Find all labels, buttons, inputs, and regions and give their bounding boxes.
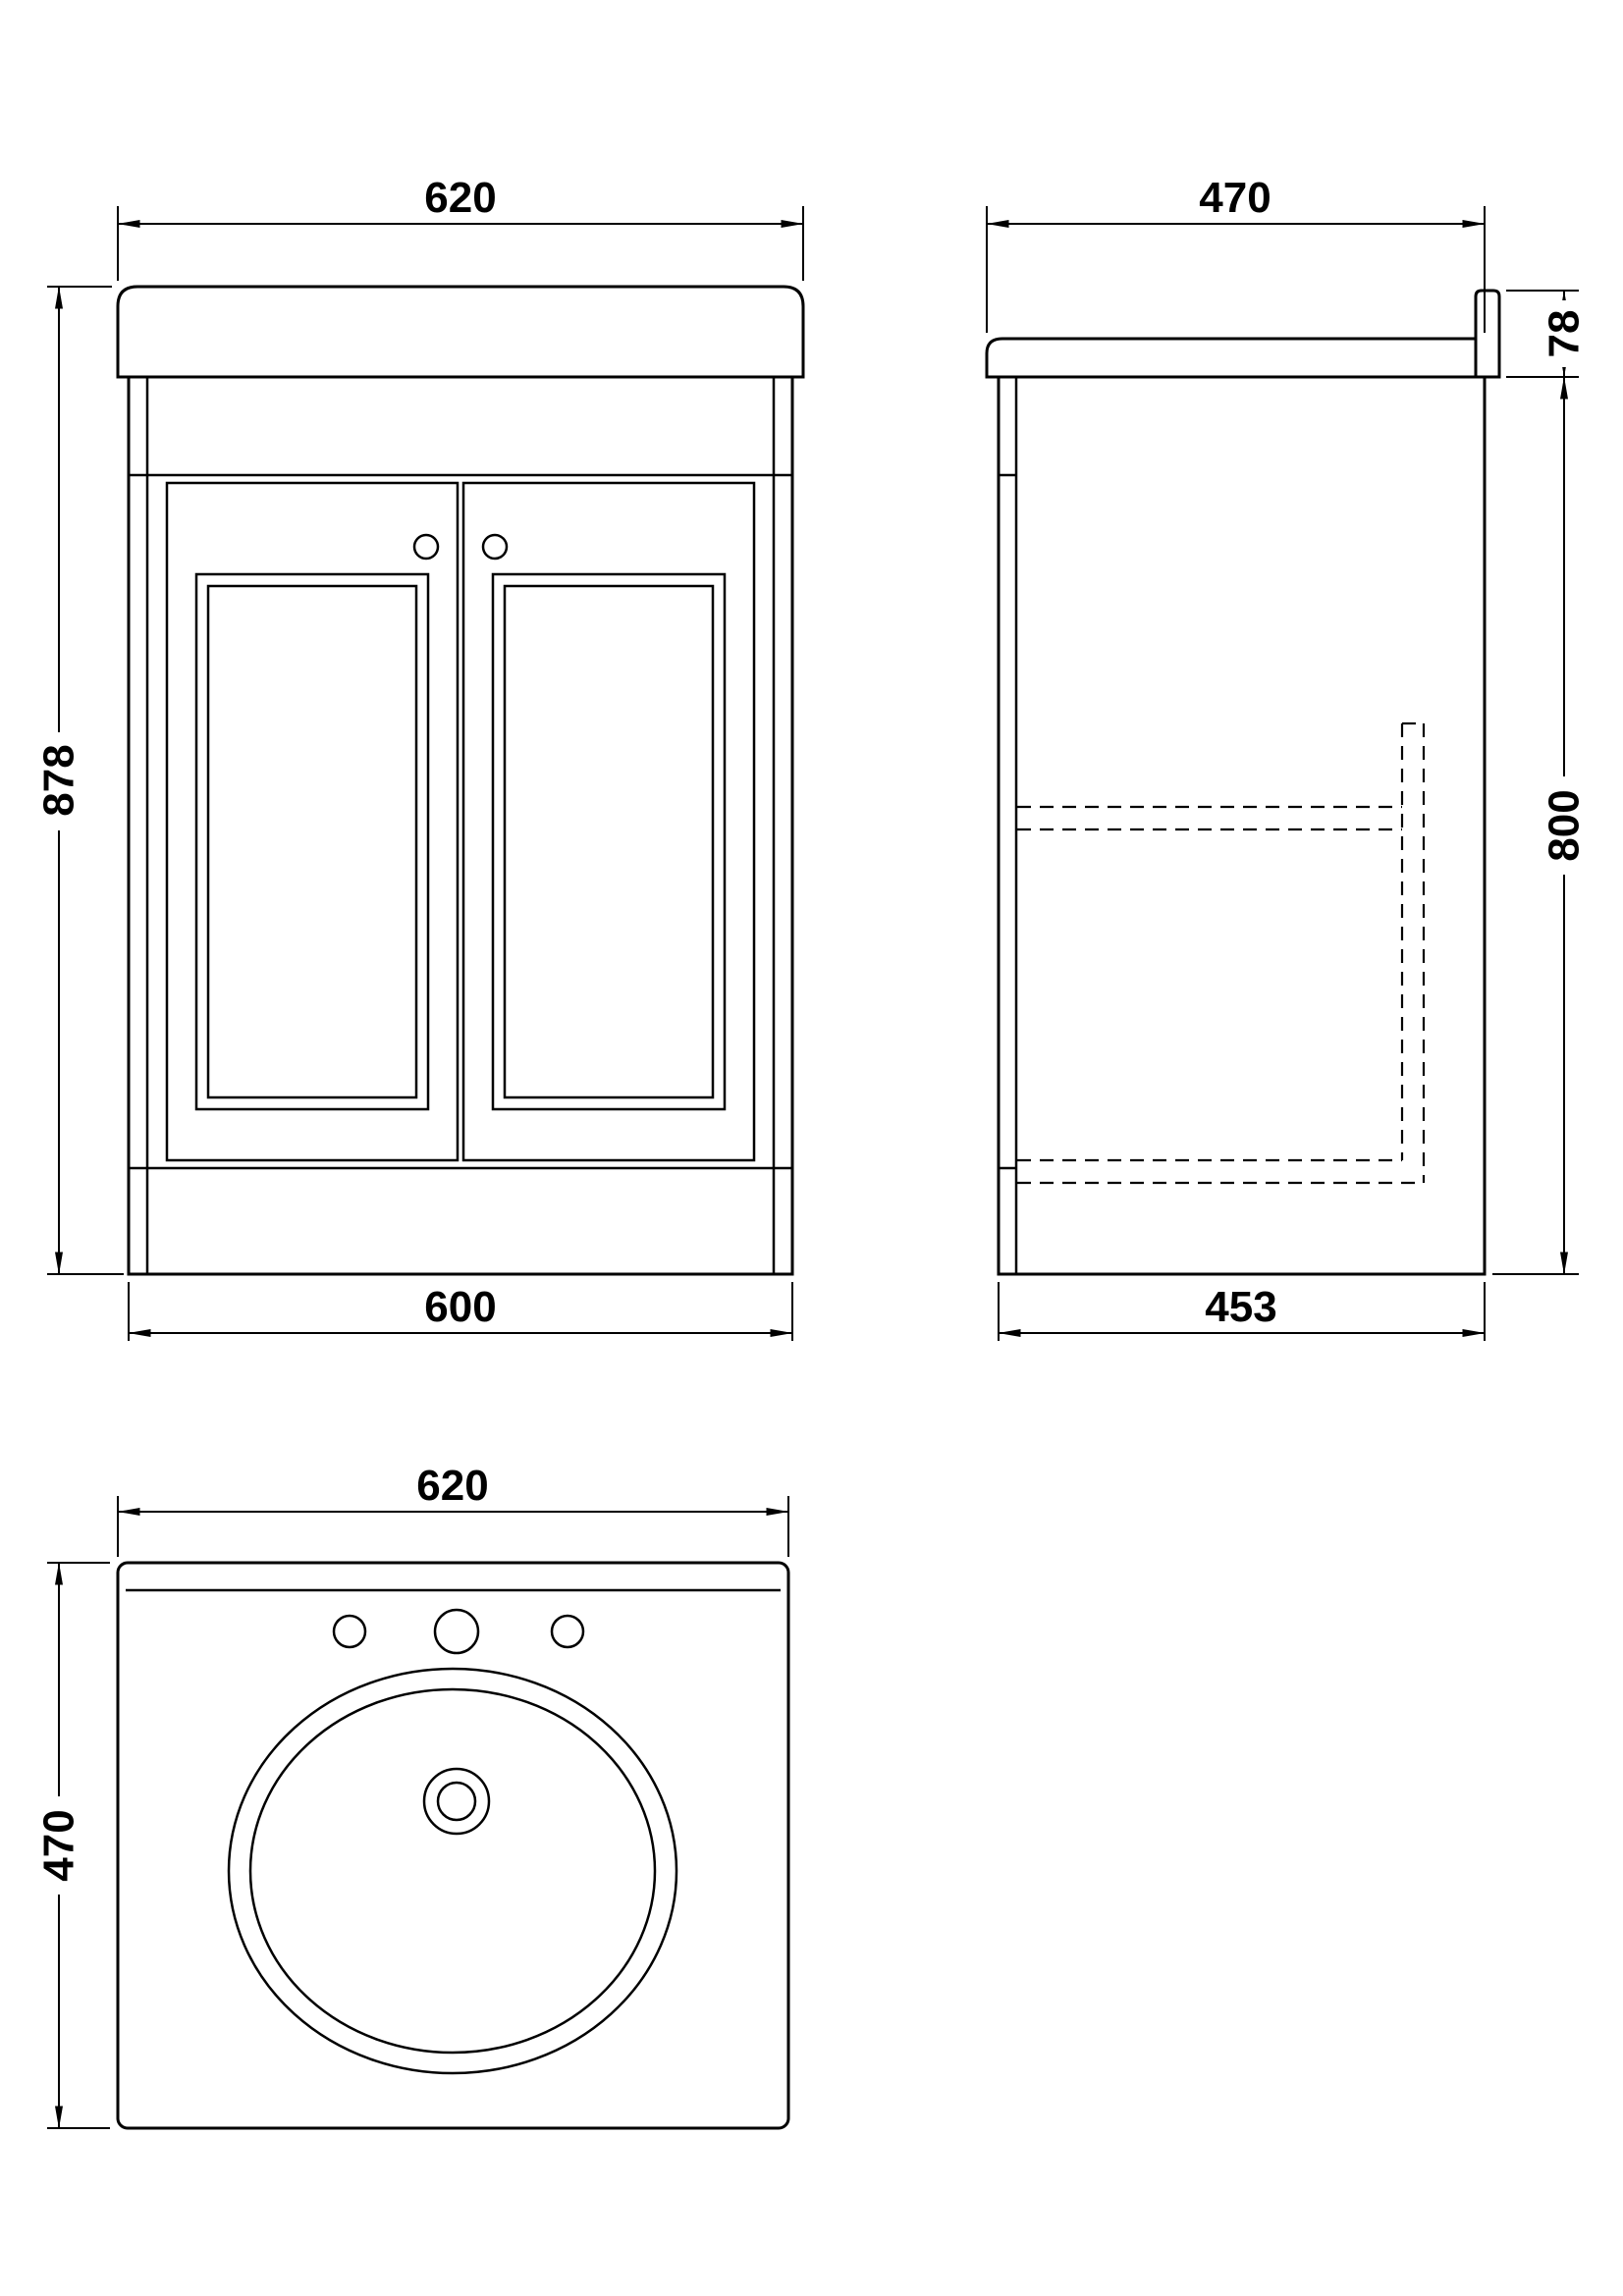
front-dim-bottom-width: 600 — [128, 1282, 793, 1341]
side-view: 470 78 — [985, 174, 1590, 1341]
front-view: 620 878 — [33, 174, 805, 1341]
side-dim-bottom-depth: 453 — [998, 1282, 1486, 1341]
dimension-label-plan-width: 620 — [416, 1462, 488, 1510]
label-backing — [33, 732, 84, 830]
label-backing — [33, 1796, 84, 1895]
side-upstand-outline — [1474, 289, 1501, 379]
front-worktop-outline — [116, 285, 805, 379]
left-door-outline — [165, 481, 460, 1162]
front-dim-top-width: 620 — [117, 174, 804, 281]
plan-basin-bowl — [227, 1667, 678, 2075]
dimension-label-front-bottom-width: 600 — [424, 1283, 496, 1331]
basin-waste-outer — [422, 1767, 491, 1836]
side-dim-cabinet-height: 800 — [1492, 376, 1590, 1275]
left-door-panel-outer — [194, 572, 430, 1111]
label-backing — [1539, 300, 1590, 367]
right-door-panel-outer — [491, 572, 727, 1111]
front-cabinet-outline — [127, 375, 794, 1276]
basin-rim-outer — [227, 1667, 678, 2075]
right-door-panel-inner — [503, 584, 715, 1099]
plan-worktop-outline — [116, 1561, 790, 2130]
dimension-label-side-bottom-depth: 453 — [1205, 1283, 1276, 1331]
dimension-label-side-top-depth: 470 — [1199, 174, 1271, 222]
basin-waste-inner — [436, 1781, 477, 1822]
side-dim-top-depth: 470 — [986, 174, 1486, 333]
tap-hole-center — [433, 1608, 480, 1655]
front-left-door — [165, 481, 460, 1162]
plan-view: 620 470 — [33, 1462, 790, 2130]
plan-tap-holes — [332, 1608, 585, 1655]
front-dim-overall-height: 878 — [33, 286, 124, 1275]
side-hidden-detail — [1017, 721, 1426, 1185]
dimension-label-front-height: 878 — [35, 744, 83, 816]
side-dim-upstand-height: 78 — [1506, 290, 1590, 378]
right-door-outline — [461, 481, 756, 1162]
tap-hole-left — [332, 1614, 367, 1649]
left-door-panel-inner — [206, 584, 418, 1099]
front-right-door — [461, 481, 756, 1162]
plan-dim-width: 620 — [117, 1462, 789, 1557]
dimension-label-plan-depth: 470 — [35, 1809, 83, 1881]
dimension-label-front-top-width: 620 — [424, 174, 496, 222]
tap-hole-right — [550, 1614, 585, 1649]
dimension-label-side-upstand-height: 78 — [1541, 310, 1589, 358]
plan-dim-depth: 470 — [33, 1562, 110, 2129]
side-cabinet-outline — [997, 375, 1487, 1276]
basin-rim-inner — [248, 1687, 657, 2055]
right-door-knob — [481, 533, 509, 561]
label-backing — [1539, 776, 1590, 875]
left-door-knob — [412, 533, 440, 561]
dimension-label-side-cabinet-height: 800 — [1541, 789, 1589, 861]
side-worktop-outline — [985, 337, 1478, 379]
